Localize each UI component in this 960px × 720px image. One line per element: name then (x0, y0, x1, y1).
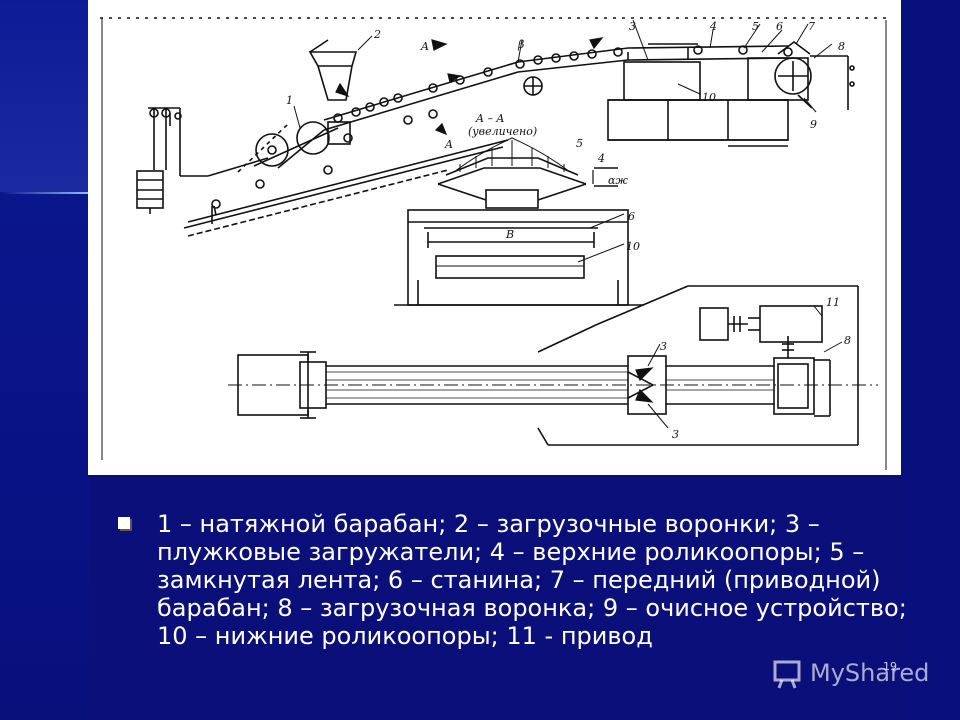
label-section-4: 4 (597, 152, 605, 165)
label-plan-8: 8 (844, 334, 851, 347)
right-background-panel (900, 0, 960, 720)
label-a-top: A (420, 40, 429, 53)
label-8: 8 (838, 40, 845, 53)
label-plan-3-top: 3 (660, 340, 667, 353)
label-7: 7 (808, 20, 815, 33)
left-accent-line (0, 192, 90, 194)
label-5: 5 (752, 20, 759, 33)
caption-list: 1 – натяжной барабан; 2 – загрузочные во… (118, 510, 908, 650)
label-beta: β (517, 38, 524, 51)
label-6: 6 (776, 20, 783, 33)
label-1: 1 (286, 94, 293, 107)
label-10: 10 (702, 91, 716, 104)
label-9: 9 (810, 118, 817, 131)
caption-text: 1 – натяжной барабан; 2 – загрузочные во… (157, 510, 907, 650)
label-11: 11 (826, 296, 840, 309)
label-section-5: 5 (576, 137, 583, 150)
label-3: 3 (629, 20, 636, 33)
presentation-board-icon (773, 660, 801, 689)
label-alpha: αж (608, 174, 628, 187)
label-section-10: 10 (626, 240, 640, 253)
left-background-glow (0, 0, 90, 192)
label-a-bottom: A (444, 138, 453, 151)
label-section-note: (увеличено) (468, 125, 537, 138)
label-section-6: 6 (628, 210, 635, 223)
watermark: MyShared (772, 655, 942, 695)
bullet-marker (118, 517, 130, 529)
conveyor-drawing: 2 1 A A β A – A (увеличено) 3 4 5 6 7 8 … (100, 17, 888, 470)
slide-number: 19 (883, 660, 897, 673)
label-plan-3: 3 (672, 428, 679, 441)
label-4: 4 (709, 20, 717, 33)
label-2: 2 (373, 28, 381, 41)
label-section: A – A (475, 112, 504, 125)
conveyor-diagram: 2 1 A A β A – A (увеличено) 3 4 5 6 7 8 … (88, 0, 901, 475)
watermark-text: MyShared (810, 659, 930, 687)
label-width-b: B (505, 228, 514, 241)
